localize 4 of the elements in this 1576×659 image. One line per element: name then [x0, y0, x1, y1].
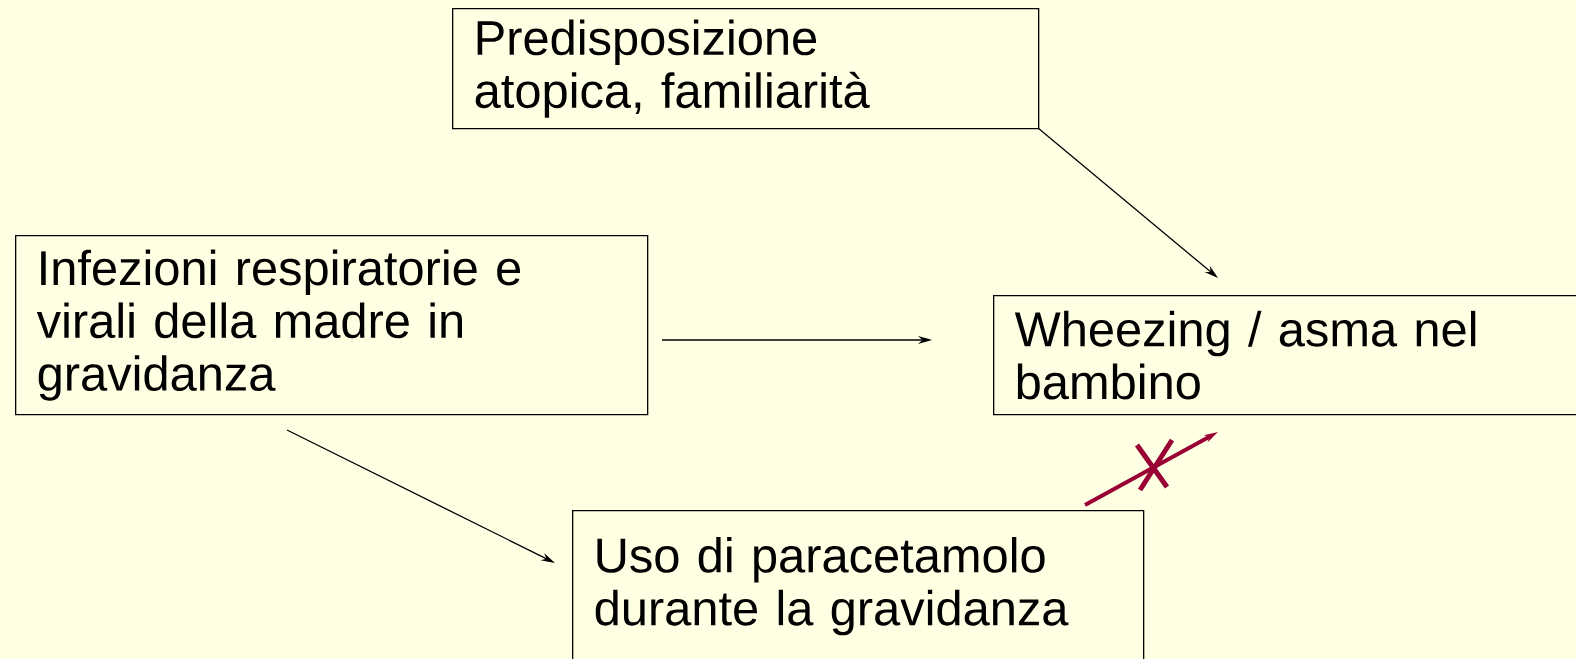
text-box: Predisposizione atopica, familiarità [452, 8, 1040, 130]
text-box: Wheezing / asma nel bambino [993, 295, 1576, 416]
text-box: Infezioni respiratorie e virali della madre in gravidanza [15, 235, 649, 416]
text-box: Uso di paracetamolo durante la gravidanza [572, 510, 1145, 659]
